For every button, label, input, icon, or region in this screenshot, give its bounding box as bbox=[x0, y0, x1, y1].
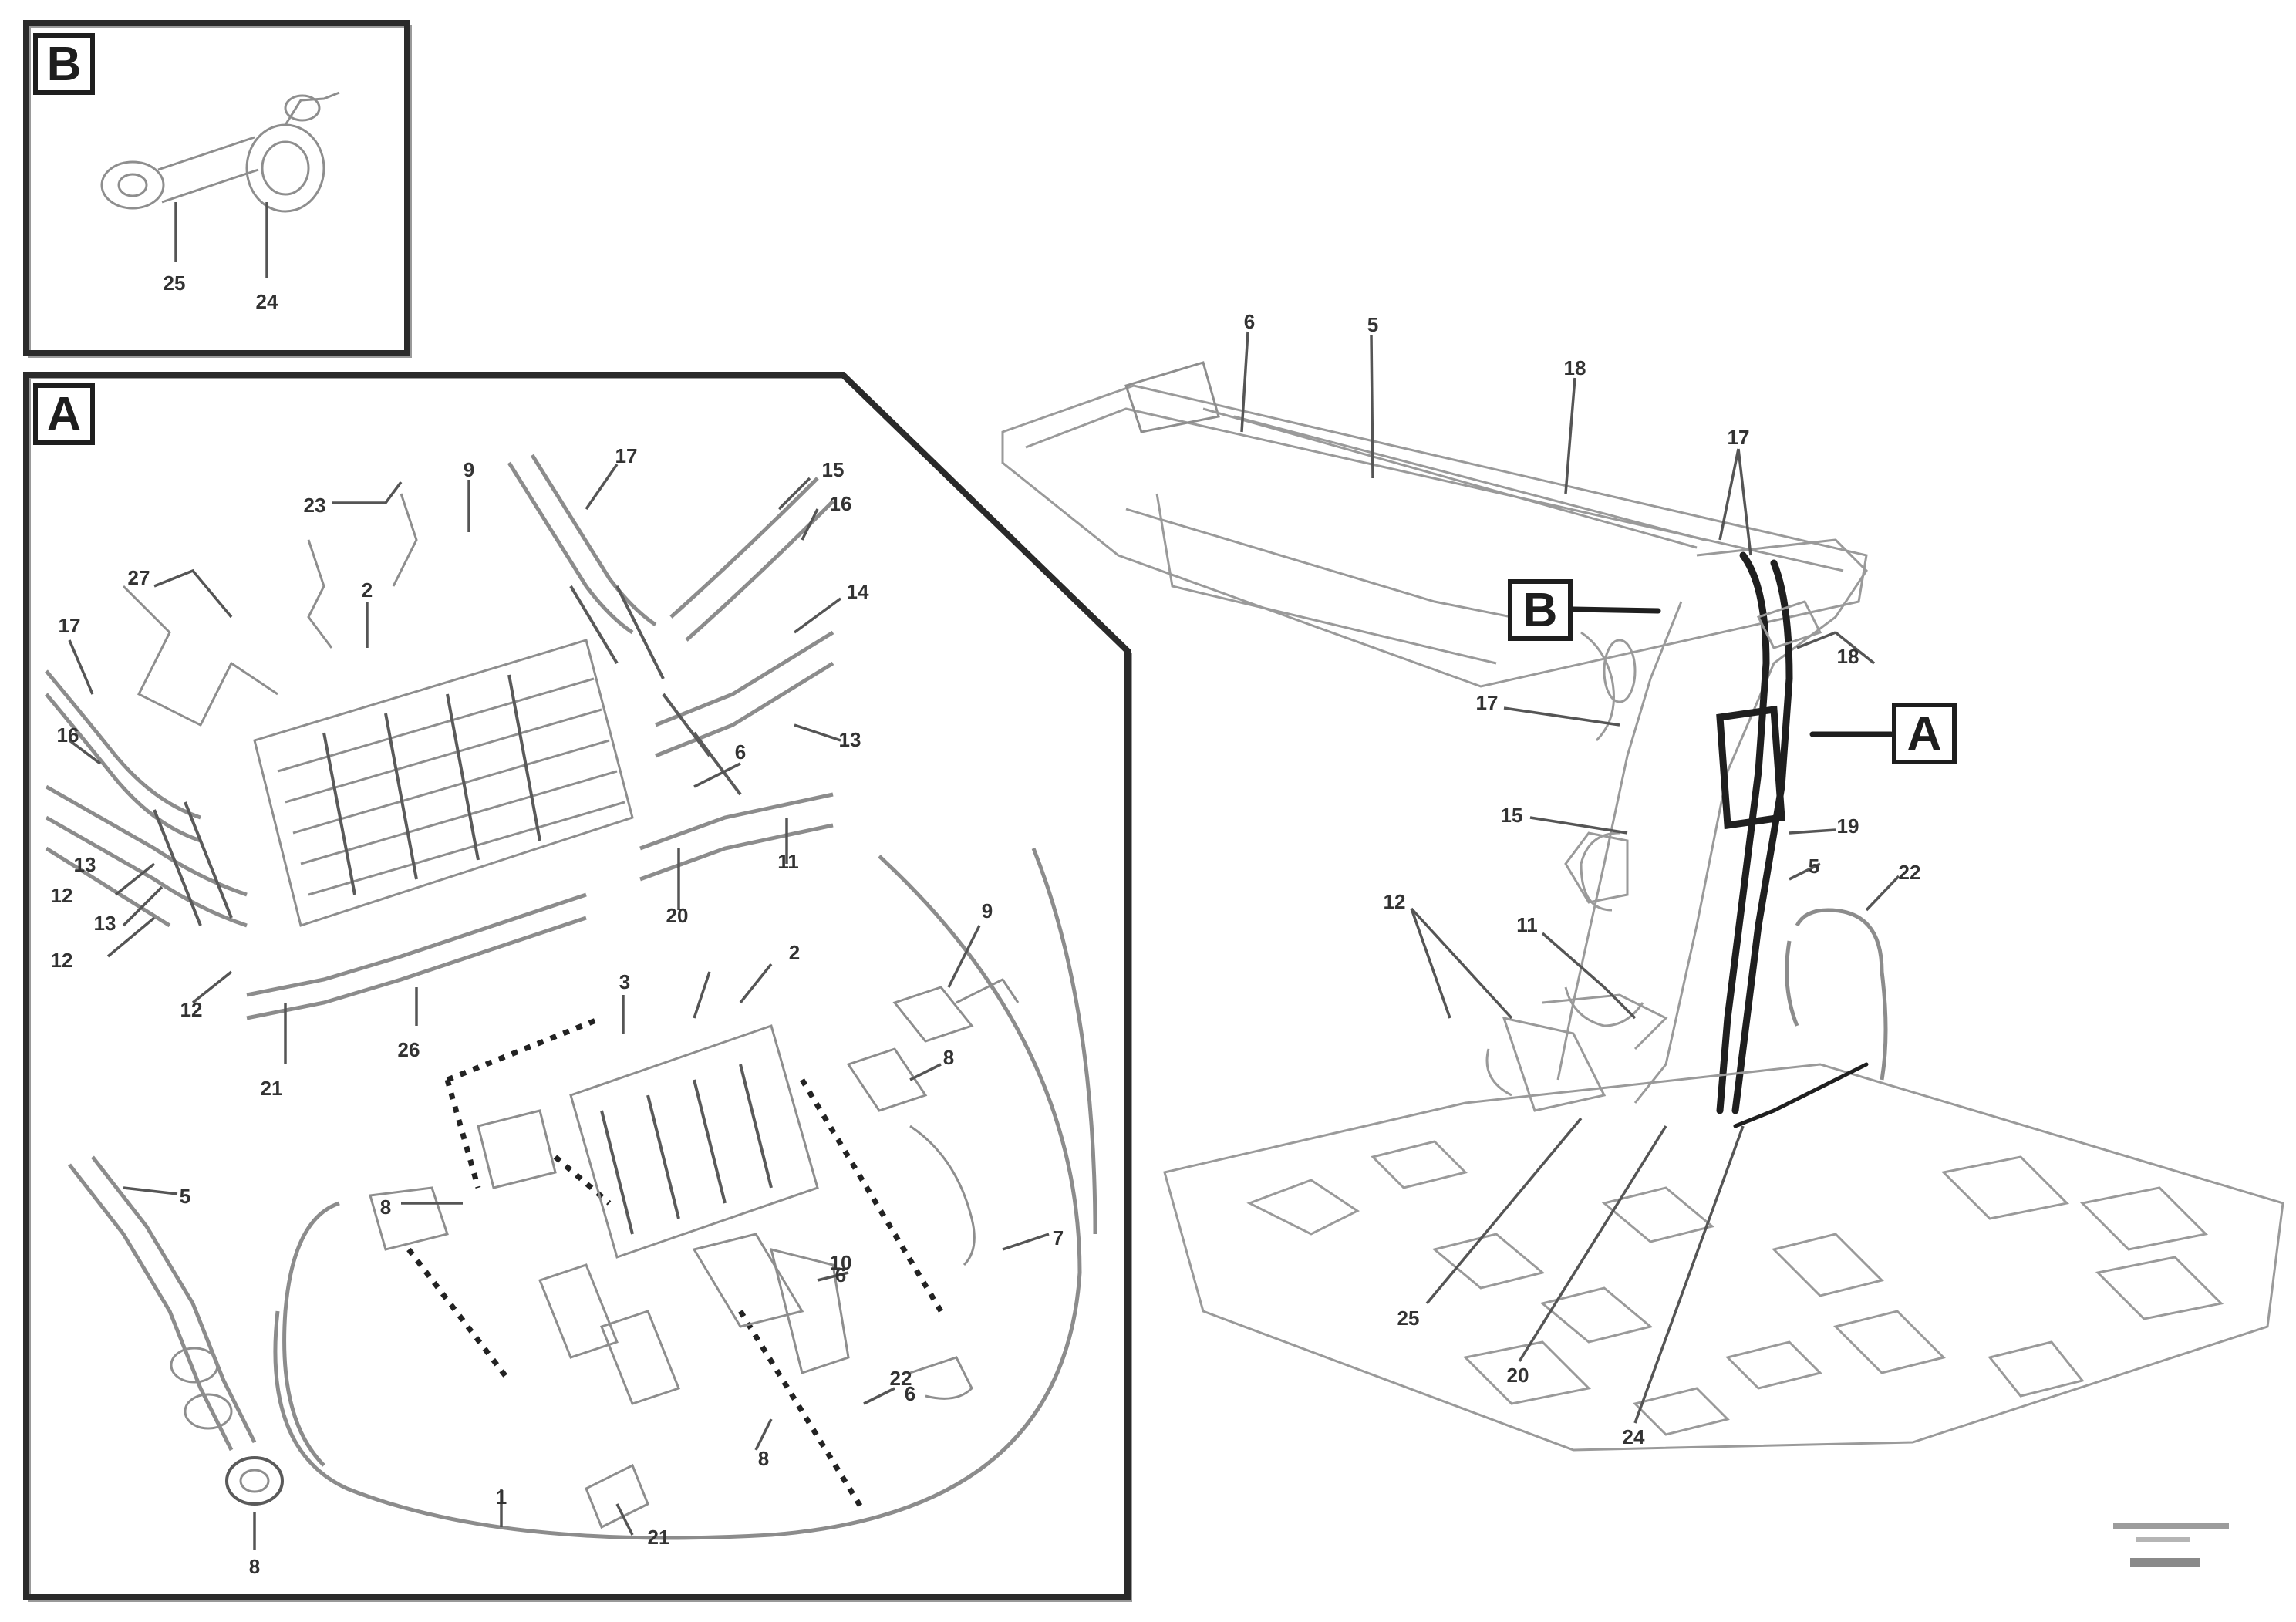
detail-a-label: 12 bbox=[180, 998, 203, 1021]
main-label: 22 bbox=[1899, 861, 1921, 884]
detail-b-label: 25 bbox=[164, 271, 186, 295]
detail-a-label: 11 bbox=[777, 850, 799, 873]
detail-a-label: 23 bbox=[304, 494, 326, 517]
detail-a-label: 21 bbox=[648, 1526, 670, 1549]
detail-a-label: 13 bbox=[839, 728, 861, 751]
main-label: 18 bbox=[1564, 356, 1586, 379]
detail-a-label: 16 bbox=[830, 492, 852, 515]
main-label: 24 bbox=[1623, 1425, 1645, 1448]
detail-a-label: 22 bbox=[890, 1367, 912, 1390]
detail-a-label: 8 bbox=[380, 1195, 391, 1219]
detail-a-label: 1 bbox=[496, 1485, 507, 1509]
detail-a-label: 27 bbox=[128, 566, 150, 589]
detail-a-label: 12 bbox=[51, 949, 73, 972]
detail-a-label: 10 bbox=[830, 1251, 852, 1274]
detail-a-label: 8 bbox=[943, 1046, 954, 1069]
detail-b-panel: B 25 24 bbox=[23, 20, 412, 358]
detail-a-label: 13 bbox=[94, 912, 116, 935]
detail-a-label: 17 bbox=[615, 444, 638, 467]
detail-a-label: 26 bbox=[398, 1038, 420, 1061]
boom bbox=[1001, 361, 1868, 688]
callout-a: A bbox=[1809, 703, 1957, 764]
detail-a-label: 15 bbox=[822, 458, 845, 481]
detail-a-label: 9 bbox=[464, 458, 474, 481]
main-label: 5 bbox=[1809, 855, 1819, 878]
detail-a-label: 6 bbox=[835, 1263, 846, 1286]
detail-b-tag-box bbox=[33, 33, 95, 95]
main-label: 6 bbox=[1244, 310, 1255, 333]
detail-a-label: 3 bbox=[619, 970, 630, 993]
detail-a-label: 5 bbox=[180, 1185, 190, 1208]
detail-a-lower-valve bbox=[68, 848, 1097, 1540]
detail-a-tag-box bbox=[33, 383, 95, 445]
callout-a-box bbox=[1892, 703, 1957, 764]
main-label: 20 bbox=[1507, 1364, 1529, 1387]
detail-a-upper-manifold bbox=[45, 454, 834, 1020]
main-label: 17 bbox=[1728, 426, 1750, 449]
callout-a-tag: A bbox=[1907, 707, 1942, 760]
base-structure bbox=[1163, 831, 2284, 1452]
main-label: 5 bbox=[1367, 313, 1378, 336]
arm bbox=[1556, 538, 1888, 1114]
main-label: 12 bbox=[1384, 890, 1406, 913]
detail-a-tag: A bbox=[47, 388, 82, 441]
detail-a-label: 16 bbox=[57, 723, 79, 747]
main-view: B A 6 5 18 17 18 17 15 19 5 22 11 12 25 … bbox=[1001, 310, 2284, 1452]
main-label: 19 bbox=[1837, 814, 1859, 838]
detail-a-label: 17 bbox=[59, 614, 81, 637]
detail-a-label: 14 bbox=[847, 580, 869, 603]
callout-b-box bbox=[1508, 579, 1573, 641]
detail-a-panel: A bbox=[23, 372, 1132, 1602]
detail-a-label: 8 bbox=[249, 1555, 260, 1578]
detail-a-label: 2 bbox=[789, 941, 800, 964]
callout-b: B bbox=[1508, 579, 1661, 641]
reference-stamp bbox=[2113, 1523, 2229, 1567]
detail-a-label: 9 bbox=[982, 899, 993, 922]
main-label: 11 bbox=[1516, 913, 1538, 936]
detail-a-label: 20 bbox=[666, 904, 689, 927]
detail-a-label: 8 bbox=[758, 1447, 769, 1470]
detail-b-label: 24 bbox=[256, 290, 278, 313]
detail-a-label: 21 bbox=[261, 1077, 283, 1100]
detail-a-label: 7 bbox=[1053, 1226, 1064, 1249]
detail-a-label: 6 bbox=[905, 1382, 915, 1405]
main-label: 25 bbox=[1397, 1307, 1420, 1330]
detail-b-fitting bbox=[100, 91, 340, 213]
detail-a-label: 12 bbox=[51, 884, 73, 907]
callout-b-tag: B bbox=[1523, 584, 1558, 637]
detail-b-tag: B bbox=[47, 38, 82, 91]
detail-a-label: 6 bbox=[735, 740, 746, 764]
main-label: 17 bbox=[1476, 691, 1499, 714]
detail-a-label: 13 bbox=[74, 853, 96, 876]
detail-a-label: 2 bbox=[362, 578, 373, 602]
main-label: 15 bbox=[1501, 804, 1523, 827]
main-label: 18 bbox=[1837, 645, 1859, 668]
